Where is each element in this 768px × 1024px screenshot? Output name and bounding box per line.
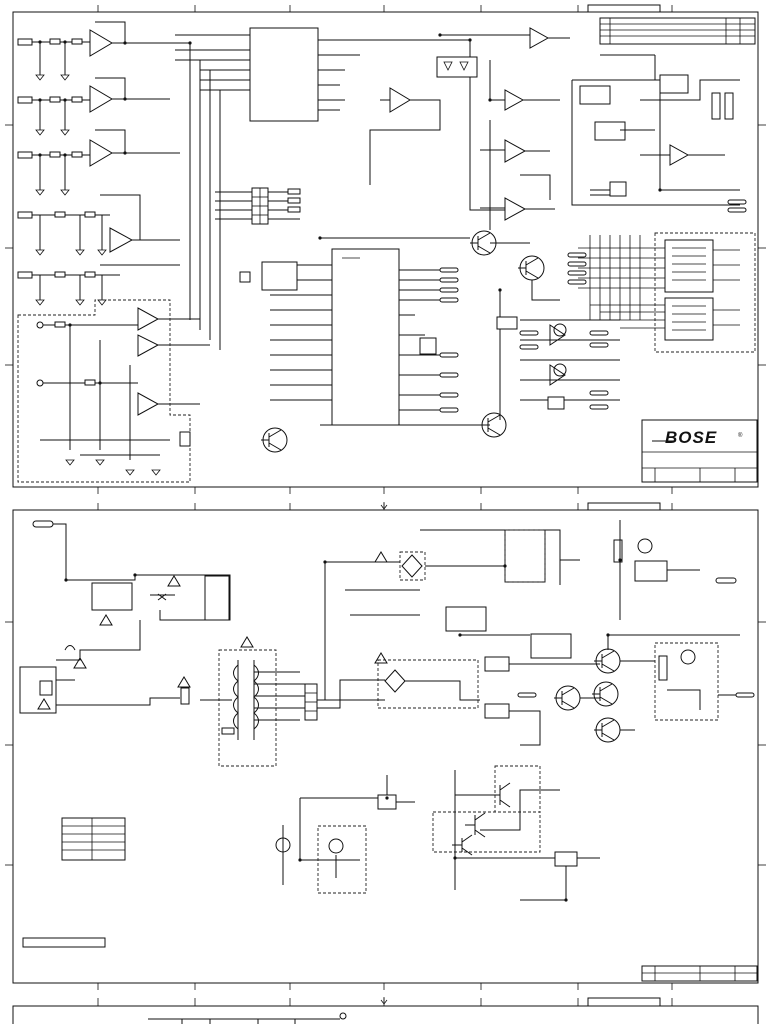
sheet-joins — [380, 502, 388, 1005]
power-transformer — [200, 649, 318, 767]
junction-dots-sheet-1 — [38, 33, 662, 385]
right-bus-connectors — [567, 232, 756, 353]
output-transistors — [517, 634, 755, 743]
upper-mid-opamps — [345, 27, 570, 230]
input-opamp-stages — [17, 21, 210, 416]
sheet-1: BOSE ® — [5, 4, 766, 494]
revision-block — [599, 17, 756, 45]
lower-regulator — [275, 765, 600, 901]
sheet-1-border — [12, 11, 759, 488]
ic-upper — [175, 27, 380, 350]
ic-main — [239, 237, 490, 426]
mic-input-subboard — [17, 299, 191, 483]
lower-rectifier — [317, 633, 600, 746]
transistors-sheet-1 — [261, 230, 560, 453]
ac-mains-input — [19, 520, 388, 714]
junction-dots-sheet-2 — [64, 558, 622, 902]
title-block: BOSE ® — [641, 419, 758, 483]
sheet-3-top-tab — [587, 997, 661, 1007]
sheet-2-border — [12, 509, 759, 984]
sheet-3 — [12, 997, 759, 1024]
upper-rectifier — [317, 520, 737, 701]
sheet-3-terminal — [339, 1012, 347, 1020]
note-box — [22, 937, 106, 948]
sheet-2-zone-ticks — [5, 503, 766, 990]
sheet-1-zone-ticks — [5, 5, 766, 494]
sheet-2-title-strip — [641, 965, 758, 982]
sheet-2 — [5, 502, 766, 990]
sheet-3-wires — [148, 1018, 340, 1024]
connector-mid-left — [215, 187, 301, 225]
mid-right-signal-cluster — [496, 316, 620, 410]
sheet-3-border — [12, 1005, 759, 1024]
reference-table — [61, 817, 126, 861]
sheet-1-top-tab — [587, 4, 661, 13]
right-upper-circuit — [571, 54, 747, 213]
registered-mark: ® — [738, 432, 743, 439]
brand-logo: BOSE — [665, 428, 717, 447]
sheet-2-top-tab — [587, 502, 661, 511]
